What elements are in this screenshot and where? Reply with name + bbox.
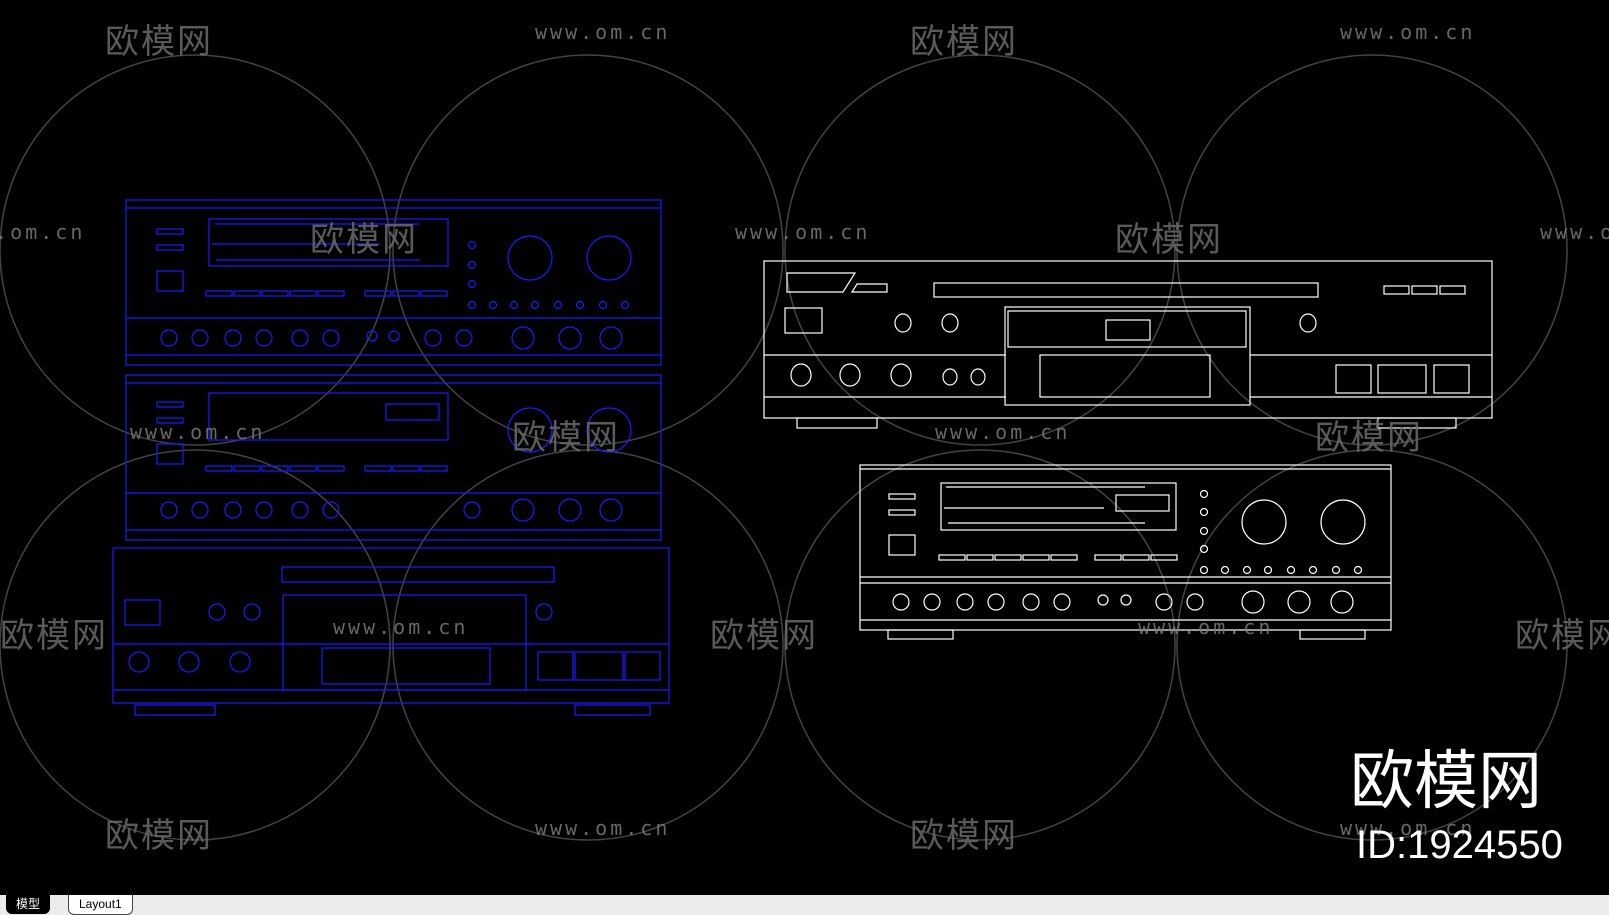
layout-tab-bar: 模型 Layout1 xyxy=(0,895,1609,915)
watermark-arcs xyxy=(0,54,1568,841)
watermark-logo: 欧模网 xyxy=(512,418,620,458)
watermark-logo: 欧模网 xyxy=(910,816,1018,856)
watermark-logo: 欧模网 xyxy=(1315,418,1423,458)
watermark-url: www.om.cn xyxy=(935,420,1071,444)
watermark-logo: 欧模网 xyxy=(1515,616,1609,656)
watermark-logo: 欧模网 xyxy=(0,616,108,656)
watermark-logo: 欧模网 xyxy=(105,22,213,62)
tab-layout1[interactable]: Layout1 xyxy=(68,895,133,915)
blue-stack-drawing[interactable] xyxy=(0,0,1609,895)
watermark-url: www.om.cn xyxy=(1138,615,1274,639)
watermark-logo: 欧模网 xyxy=(1115,220,1223,260)
watermark-logo: 欧模网 xyxy=(105,816,213,856)
watermark-url: www.om.cn xyxy=(130,420,266,444)
tab-model[interactable]: 模型 xyxy=(6,895,51,914)
watermark-url: www.om.cn xyxy=(535,20,671,44)
watermark-url: www.om.cn xyxy=(735,220,871,244)
watermark-url: www.om.cn xyxy=(333,615,469,639)
model-id-text: ID:1924550 xyxy=(1356,823,1563,867)
watermark-logo: 欧模网 xyxy=(910,22,1018,62)
watermark-url: www.om.cn xyxy=(1340,20,1476,44)
watermark-logo: 欧模网 xyxy=(710,616,818,656)
cad-model-canvas[interactable]: 欧模网 欧模网 欧模网 欧模网 欧模网 欧模网 欧模网 欧模网 欧模网 欧模网 … xyxy=(0,0,1609,895)
white-receiver-drawing[interactable] xyxy=(0,0,1609,895)
watermark-url: www.om.cn xyxy=(1540,220,1609,244)
watermark-url: www.om.cn xyxy=(0,220,86,244)
white-cassette-deck-drawing[interactable] xyxy=(0,0,1609,895)
brand-logo-text: 欧模网 xyxy=(1350,745,1542,819)
watermark-url: www.om.cn xyxy=(1340,816,1476,840)
watermark-logo: 欧模网 xyxy=(310,220,418,260)
watermark-url: www.om.cn xyxy=(535,816,671,840)
